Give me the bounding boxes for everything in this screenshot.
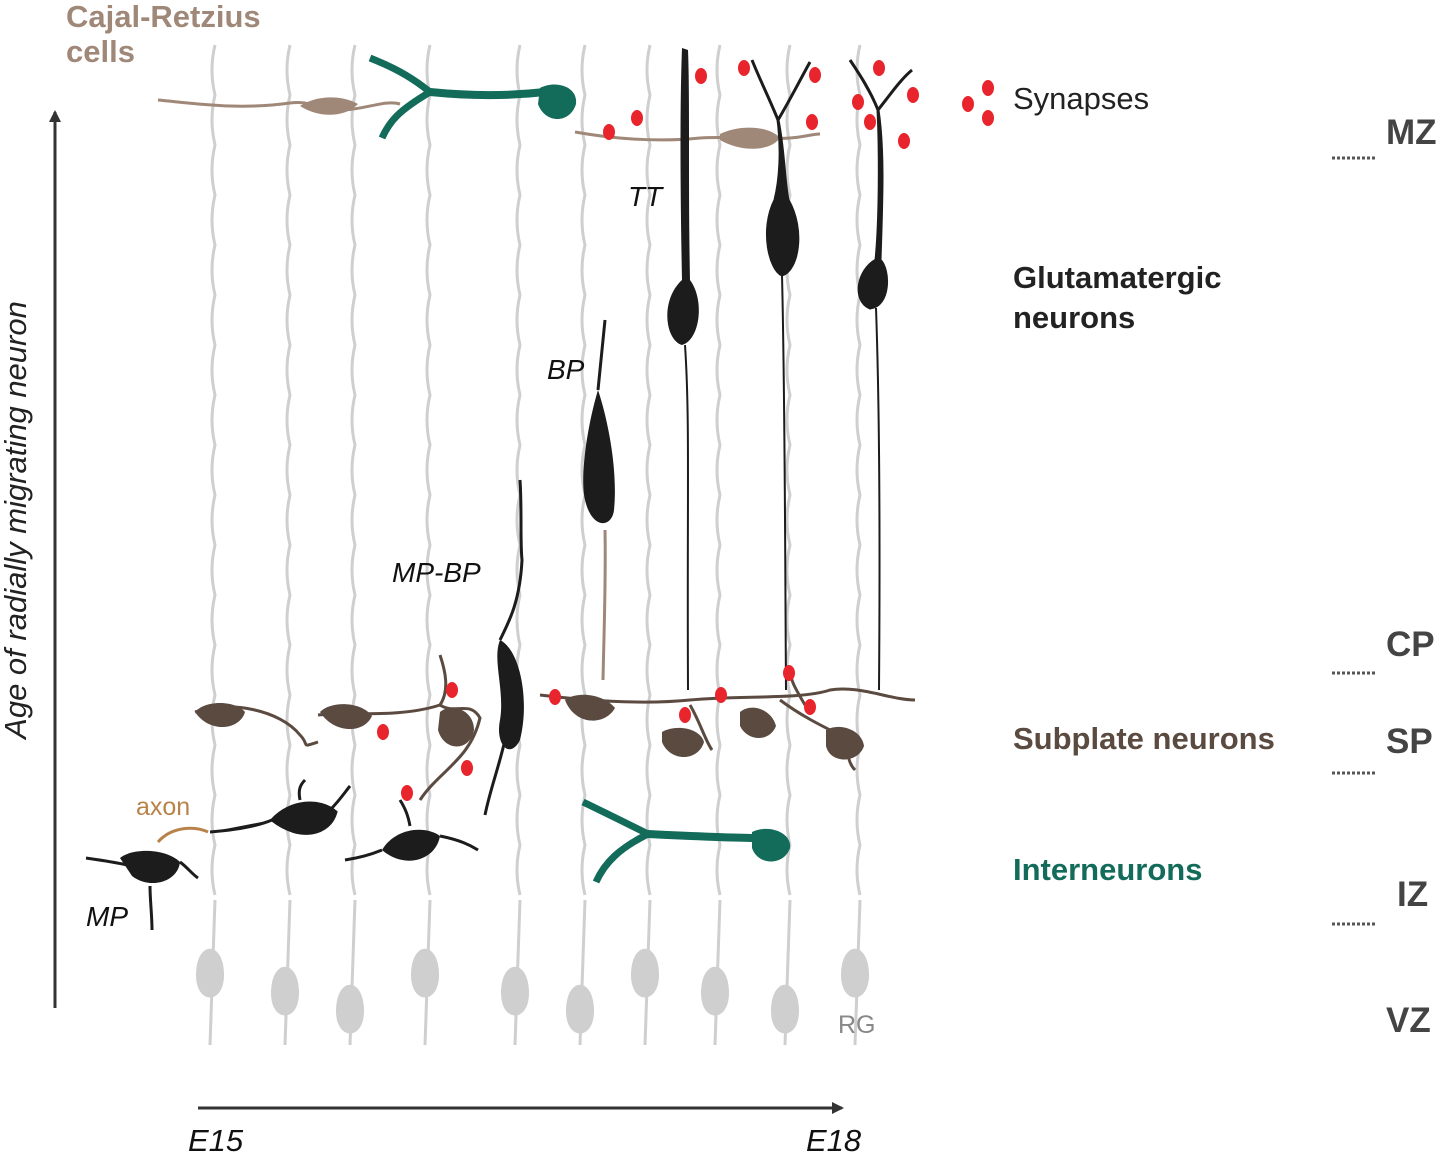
zone-vz: VZ	[1386, 1001, 1431, 1040]
synapse-dot	[603, 124, 615, 140]
radial-glia-process	[423, 899, 432, 1046]
radial-glia-soma	[196, 948, 224, 998]
radial-glia-fiber	[855, 44, 862, 896]
radial-glia-soma	[411, 948, 439, 998]
synapse-dot	[715, 687, 727, 703]
synapse-legend-icon	[962, 80, 994, 126]
synapse-dot	[695, 68, 707, 84]
subplate-neuron-somas	[195, 694, 864, 760]
radial-glia-fibers	[196, 44, 869, 1046]
cell-label-mp-bp: MP-BP	[392, 557, 481, 588]
radial-glia-process	[578, 899, 587, 1046]
subplate-neurons-label: Subplate neurons	[1013, 721, 1275, 756]
zone-cp: CP	[1386, 625, 1435, 664]
synapse-dot	[809, 67, 821, 83]
synapse-dot	[806, 114, 818, 130]
radial-glia-soma	[631, 948, 659, 998]
synapse-dot	[631, 110, 643, 126]
synapse-dot	[461, 760, 473, 776]
glutamatergic-line2: neurons	[1013, 300, 1136, 336]
radial-glia-soma	[701, 966, 729, 1016]
radial-glia-fiber	[210, 44, 217, 896]
radial-glia-fiber	[515, 44, 522, 896]
cajal-retzius-title: Cajal-Retzius cells	[66, 0, 261, 69]
cell-label-bp: BP	[547, 354, 585, 385]
synapse-dot	[898, 133, 910, 149]
radial-glia-fiber	[285, 44, 292, 896]
synapse-markers	[377, 60, 919, 801]
radial-glia-fiber	[350, 44, 357, 896]
interneuron-bottom	[581, 798, 791, 884]
synapse-dot	[446, 682, 458, 698]
radial-glia-process	[348, 899, 357, 1046]
interneuron-top	[368, 54, 577, 140]
zone-boundaries	[1332, 156, 1376, 926]
synapse-dot	[907, 87, 919, 103]
radial-glia-process	[513, 899, 522, 1046]
radial-glia-fiber	[785, 44, 792, 896]
radial-glia-process	[783, 899, 792, 1046]
radial-glia-process	[283, 899, 292, 1046]
zone-sp: SP	[1386, 722, 1433, 761]
radial-glia-label: RG	[838, 1011, 876, 1039]
radial-glia-fiber	[715, 44, 722, 896]
glutamatergic-neurons	[85, 48, 913, 931]
zone-iz: IZ	[1397, 875, 1429, 914]
cajal-retzius-title-line2: cells	[66, 33, 135, 69]
radial-glia-process	[853, 899, 862, 1046]
synapse-dot	[804, 699, 816, 715]
radial-glia-fiber	[580, 44, 587, 896]
synapse-dot	[377, 724, 389, 740]
radial-glia-process	[208, 899, 217, 1046]
synapses-legend-label: Synapses	[1013, 81, 1150, 116]
synapse-dot	[873, 60, 885, 76]
cell-label-mp: MP	[86, 901, 128, 932]
y-axis-label-text: Age of radially migrating neuron	[0, 301, 33, 739]
radial-glia-process	[713, 899, 722, 1046]
subplate-neurons	[194, 654, 916, 801]
synapse-dot	[783, 665, 795, 681]
glutamatergic-line1: Glutamatergic	[1013, 260, 1222, 295]
radial-glia-fiber	[645, 44, 652, 896]
synapse-dot	[401, 785, 413, 801]
cajal-retzius-title-line1: Cajal-Retzius	[66, 0, 261, 34]
cell-label-tt: TT	[628, 181, 663, 212]
synapse-dot	[738, 60, 750, 76]
radial-glia-soma	[841, 948, 869, 998]
radial-glia-fiber	[425, 44, 432, 896]
interneurons-label: Interneurons	[1013, 852, 1203, 887]
radial-glia-soma	[271, 966, 299, 1016]
synapse-dot	[864, 114, 876, 130]
synapse-dot	[549, 689, 561, 705]
glutamatergic-neurons-label: Glutamatergic neurons	[1013, 258, 1221, 339]
cajal-retzius-cell-2	[574, 127, 821, 149]
synapse-dot	[852, 94, 864, 110]
synapse-dot	[679, 707, 691, 723]
x-axis-end-label: E18	[806, 1123, 862, 1158]
radial-glia-process	[643, 899, 652, 1046]
x-axis-start-label: E15	[188, 1123, 244, 1158]
cajal-retzius-cell-1	[157, 97, 401, 115]
zone-mz: MZ	[1386, 113, 1437, 152]
axon-label: axon	[136, 793, 191, 821]
radial-glia-soma	[501, 966, 529, 1016]
